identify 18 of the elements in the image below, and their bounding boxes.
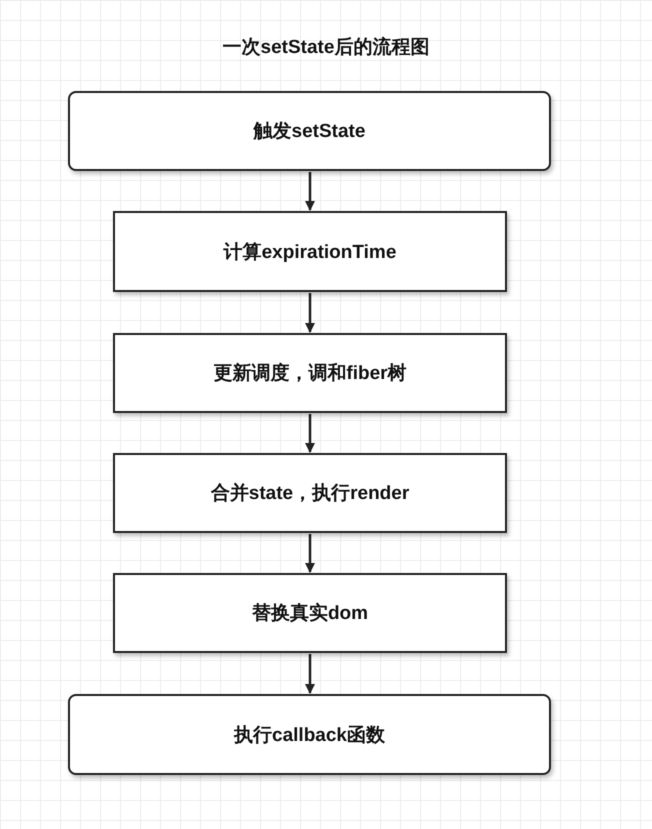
arrow: [305, 534, 315, 573]
node-label: 合并state，执行render: [210, 482, 410, 506]
node-label: 更新调度，调和fiber树: [213, 362, 407, 386]
process-box: [113, 573, 507, 653]
diagram-title: 一次setState后的流程图: [222, 36, 430, 60]
arrow: [305, 293, 315, 333]
process-box: [113, 333, 507, 413]
arrow: [305, 414, 315, 453]
node-label: 执行callback函数: [234, 724, 385, 748]
process-box: [113, 211, 507, 292]
process-box: [113, 453, 507, 533]
node-label: 计算expirationTime: [224, 240, 396, 264]
arrow: [305, 172, 315, 211]
terminal-box: [68, 91, 551, 171]
terminal-box: [68, 694, 551, 775]
node-label: 替换真实dom: [252, 602, 368, 626]
node-label: 触发setState: [254, 120, 366, 144]
arrow: [305, 654, 315, 694]
